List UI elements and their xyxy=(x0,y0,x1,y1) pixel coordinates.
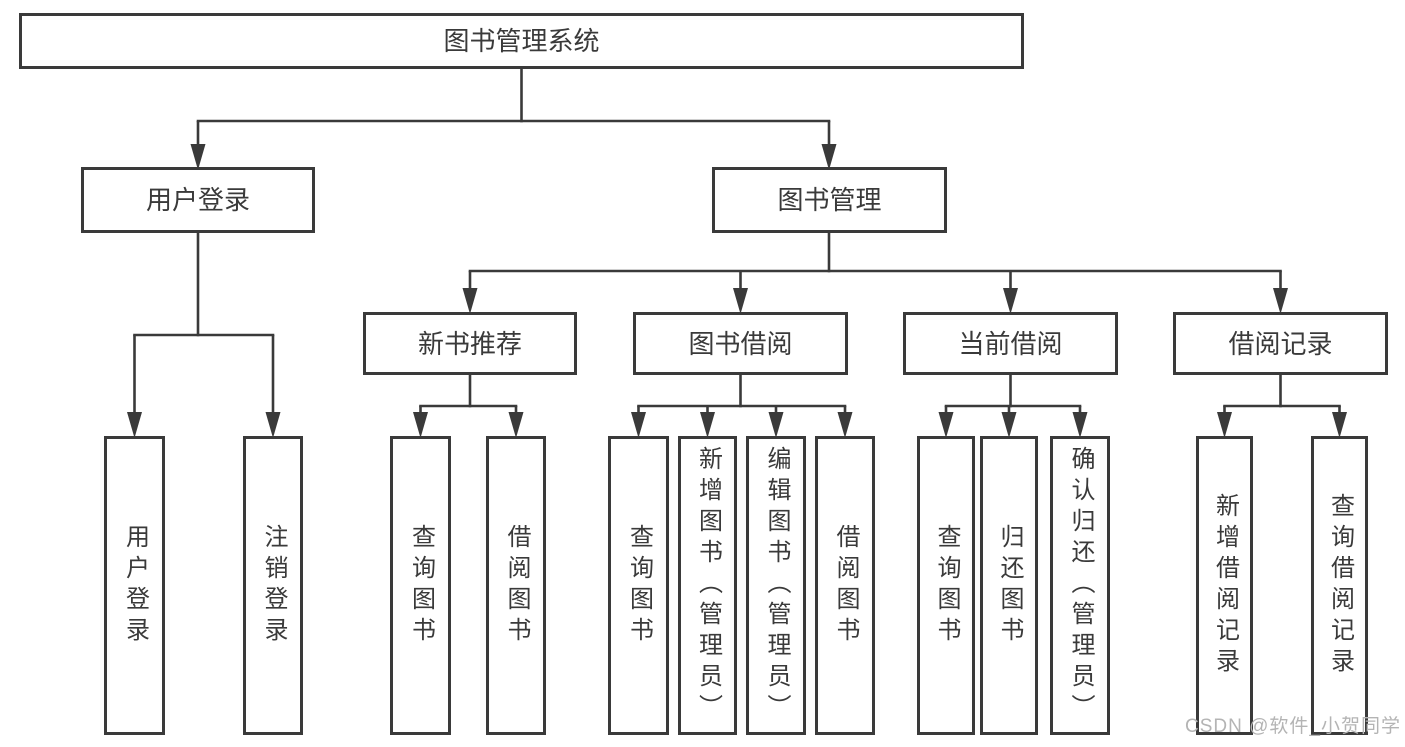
node-new-books-label: 新书推荐 xyxy=(417,328,522,359)
arrow-down-icon xyxy=(1072,412,1088,438)
leaf-confirm-return-admin: 确认归还（管理员） xyxy=(1050,436,1110,735)
leaf-label: 用户登录 xyxy=(121,523,149,648)
leaf-label: 查询图书 xyxy=(933,523,960,648)
arrow-down-icon xyxy=(700,412,715,438)
leaf-query-books-2: 查询图书 xyxy=(608,436,669,735)
leaf-label: 确认归还（管理员） xyxy=(1067,446,1094,725)
node-book-mgmt: 图书管理 xyxy=(712,167,947,233)
connector-book-borrow-to-leaves xyxy=(631,375,853,438)
node-root-label: 图书管理系统 xyxy=(443,26,600,56)
arrow-down-icon xyxy=(508,412,524,438)
arrow-down-icon xyxy=(1003,288,1018,314)
node-new-books: 新书推荐 xyxy=(363,312,577,375)
leaf-label: 借阅图书 xyxy=(832,523,859,648)
node-user-login-label: 用户登录 xyxy=(145,185,250,215)
leaf-label: 新增图书（管理员） xyxy=(694,446,722,725)
leaf-label: 新增借阅记录 xyxy=(1211,492,1239,679)
arrow-down-icon xyxy=(127,412,142,438)
leaf-query-borrow-record: 查询借阅记录 xyxy=(1311,436,1368,735)
arrow-down-icon xyxy=(1217,412,1232,438)
connector-user-login-to-leaves xyxy=(127,233,281,438)
leaf-add-borrow-record: 新增借阅记录 xyxy=(1196,436,1253,735)
connector-root-to-level2 xyxy=(190,69,837,170)
leaf-label: 归还图书 xyxy=(996,523,1023,648)
leaf-borrow-books-2: 借阅图书 xyxy=(815,436,875,735)
node-borrow-records-label: 借阅记录 xyxy=(1228,328,1333,359)
node-book-borrow-label: 图书借阅 xyxy=(688,328,793,359)
node-borrow-records: 借阅记录 xyxy=(1173,312,1388,375)
leaf-add-books-admin: 新增图书（管理员） xyxy=(678,436,737,735)
leaf-logout: 注销登录 xyxy=(243,436,303,735)
leaf-return-books: 归还图书 xyxy=(980,436,1038,735)
arrow-down-icon xyxy=(413,412,428,438)
arrow-down-icon xyxy=(462,288,478,314)
leaf-label: 注销登录 xyxy=(260,523,287,648)
leaf-label: 查询借阅记录 xyxy=(1326,492,1354,679)
arrow-down-icon xyxy=(190,144,206,170)
leaf-edit-books-admin: 编辑图书（管理员） xyxy=(746,436,806,735)
node-user-login: 用户登录 xyxy=(81,167,315,233)
arrow-down-icon xyxy=(733,288,748,314)
leaf-label: 查询图书 xyxy=(625,523,653,648)
arrow-down-icon xyxy=(265,412,281,438)
leaf-label: 查询图书 xyxy=(407,523,435,648)
leaf-label: 借阅图书 xyxy=(503,523,530,648)
arrow-down-icon xyxy=(1001,412,1017,438)
connector-new-books-to-leaves xyxy=(413,375,524,438)
leaf-user-login: 用户登录 xyxy=(104,436,165,735)
watermark-text: CSDN @软件_小贺同学 xyxy=(1185,716,1401,737)
leaf-borrow-books-1: 借阅图书 xyxy=(486,436,546,735)
node-root: 图书管理系统 xyxy=(19,13,1024,69)
connector-borrow-records-to-leaves xyxy=(1217,375,1347,438)
node-current-borrow-label: 当前借阅 xyxy=(958,328,1063,359)
arrow-down-icon xyxy=(768,412,784,438)
connector-book-mgmt-to-level3 xyxy=(462,233,1288,314)
arrow-down-icon xyxy=(938,412,954,438)
node-book-mgmt-label: 图书管理 xyxy=(777,185,882,215)
arrow-down-icon xyxy=(1332,412,1347,438)
leaf-query-books-3: 查询图书 xyxy=(917,436,975,735)
arrow-down-icon xyxy=(631,412,646,438)
node-current-borrow: 当前借阅 xyxy=(903,312,1118,375)
arrow-down-icon xyxy=(1273,288,1288,314)
arrow-down-icon xyxy=(821,144,837,170)
node-book-borrow: 图书借阅 xyxy=(633,312,848,375)
leaf-query-books-1: 查询图书 xyxy=(390,436,451,735)
connector-current-borrow-to-leaves xyxy=(938,375,1088,438)
arrow-down-icon xyxy=(837,412,853,438)
leaf-label: 编辑图书（管理员） xyxy=(763,446,790,725)
